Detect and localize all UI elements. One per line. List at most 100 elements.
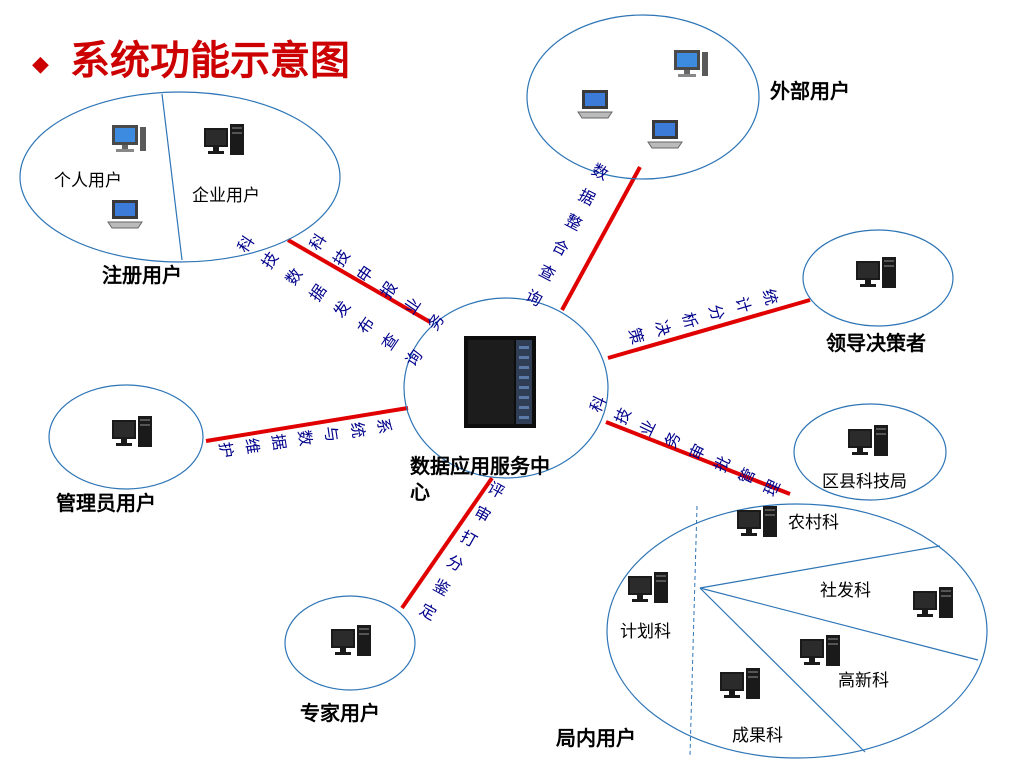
- link-label-char: 布: [354, 313, 379, 337]
- registered-divider: [161, 93, 183, 261]
- dept-label-social-dev: 社发科: [820, 581, 871, 601]
- admin-users-ellipse: [48, 384, 204, 490]
- link-label-char: 审: [685, 441, 709, 464]
- link-label-char: 统: [347, 421, 368, 440]
- link-label-char: 鉴: [430, 575, 453, 599]
- registered-users-label: 注册用户: [102, 263, 182, 287]
- server-icon: [464, 336, 536, 428]
- admin-computer-icon: [112, 416, 152, 447]
- link-label-char: 查: [536, 261, 559, 285]
- link-line-expert: [400, 476, 494, 610]
- dept-label-planning: 计划科: [620, 622, 671, 642]
- internal-sector-line-3: [699, 587, 866, 753]
- external-laptop-icon-2: [647, 119, 683, 149]
- internal-users-label: 局内用户: [555, 726, 636, 750]
- expert-users-label: 专家用户: [300, 701, 380, 725]
- enterprise-user-label: 企业用户: [192, 186, 260, 206]
- dept-label-achievement: 成果科: [732, 726, 783, 746]
- link-label-char: 科: [586, 393, 610, 416]
- external-computer-icon: [674, 50, 708, 77]
- center-label-line2: 心: [410, 480, 430, 504]
- external-users-label: 外部用户: [770, 79, 850, 103]
- link-line-external: [560, 166, 642, 311]
- leaders-label: 领导决策者: [826, 331, 926, 355]
- internal-dashed-divider: [689, 505, 698, 756]
- link-label-char: 务: [661, 429, 685, 452]
- page-title: 系统功能示意图: [70, 38, 350, 84]
- dept-label-rural: 农村科: [788, 513, 839, 533]
- link-label-char: 计: [732, 294, 755, 315]
- link-label-char: 整: [562, 210, 585, 234]
- link-label-char: 数: [589, 160, 612, 184]
- link-label-char: 管: [735, 465, 759, 488]
- link-label-char: 打: [457, 527, 480, 551]
- link-label-char: 理: [760, 477, 784, 500]
- personal-computer-icon: [112, 125, 146, 152]
- leaders-ellipse: [802, 229, 954, 327]
- link-line-leaders: [607, 298, 811, 360]
- link-label-char: 业: [400, 294, 425, 318]
- county-bureau-label: 区县科技局: [822, 472, 907, 492]
- link-label-char: 报: [376, 278, 401, 302]
- center-label-line1: 数据应用服务中: [410, 454, 550, 478]
- internal-users-ellipse: [606, 503, 988, 759]
- link-label-char: 护: [215, 441, 236, 460]
- external-laptop-icon-1: [577, 89, 613, 119]
- title-bullet-icon: ◆: [32, 52, 49, 77]
- personal-user-label: 个人用户: [54, 171, 122, 191]
- social-dev-dept-computer-icon: [913, 587, 953, 618]
- county-bureau-ellipse: [793, 403, 947, 501]
- data-service-center-ellipse: [403, 297, 609, 479]
- link-label-char: 发: [330, 297, 355, 321]
- link-label-char: 决: [651, 318, 674, 339]
- link-label-char: 数: [294, 429, 315, 448]
- achievement-dept-computer-icon: [720, 668, 760, 699]
- link-label-char: 合: [549, 235, 572, 259]
- link-label-char: 询: [402, 346, 427, 370]
- link-label-char: 定: [416, 600, 439, 624]
- link-label-char: 与: [321, 425, 342, 444]
- link-label-char: 维: [242, 437, 263, 456]
- link-label-char: 申: [353, 262, 378, 286]
- link-label-char: 据: [306, 281, 331, 305]
- internal-sector-line-2: [699, 587, 979, 661]
- dept-label-hitech: 高新科: [838, 671, 889, 691]
- hitech-dept-computer-icon: [800, 635, 840, 666]
- link-label-char: 技: [258, 248, 283, 272]
- link-label-char: 据: [575, 185, 598, 209]
- link-label-char: 技: [611, 405, 635, 428]
- link-label-char: 策: [625, 326, 648, 347]
- link-label-char: 数: [282, 265, 307, 289]
- link-label-char: 查: [378, 330, 403, 354]
- link-line-internal: [605, 420, 791, 496]
- link-line-admin: [205, 406, 409, 443]
- planning-dept-computer-icon: [628, 572, 668, 603]
- link-label-char: 分: [705, 302, 728, 323]
- admin-users-label: 管理员用户: [56, 491, 156, 515]
- county-computer-icon: [848, 425, 888, 456]
- link-label-char: 业: [636, 417, 660, 440]
- link-label-char: 批: [710, 453, 734, 476]
- link-label-char: 析: [678, 310, 701, 331]
- link-label-char: 统: [759, 287, 782, 308]
- enterprise-computer-icon: [204, 124, 244, 155]
- personal-laptop-icon: [107, 199, 143, 229]
- link-label-char: 询: [523, 286, 546, 310]
- expert-users-ellipse: [284, 595, 416, 691]
- expert-computer-icon: [331, 625, 371, 656]
- rural-dept-computer-icon: [737, 506, 777, 537]
- leaders-computer-icon: [856, 257, 896, 288]
- link-label-char: 系: [373, 417, 394, 436]
- link-label-char: 据: [268, 433, 289, 452]
- internal-sector-line-1: [699, 545, 941, 589]
- link-label-char: 分: [444, 551, 467, 575]
- external-users-ellipse: [526, 14, 760, 180]
- link-line-registered: [286, 238, 432, 324]
